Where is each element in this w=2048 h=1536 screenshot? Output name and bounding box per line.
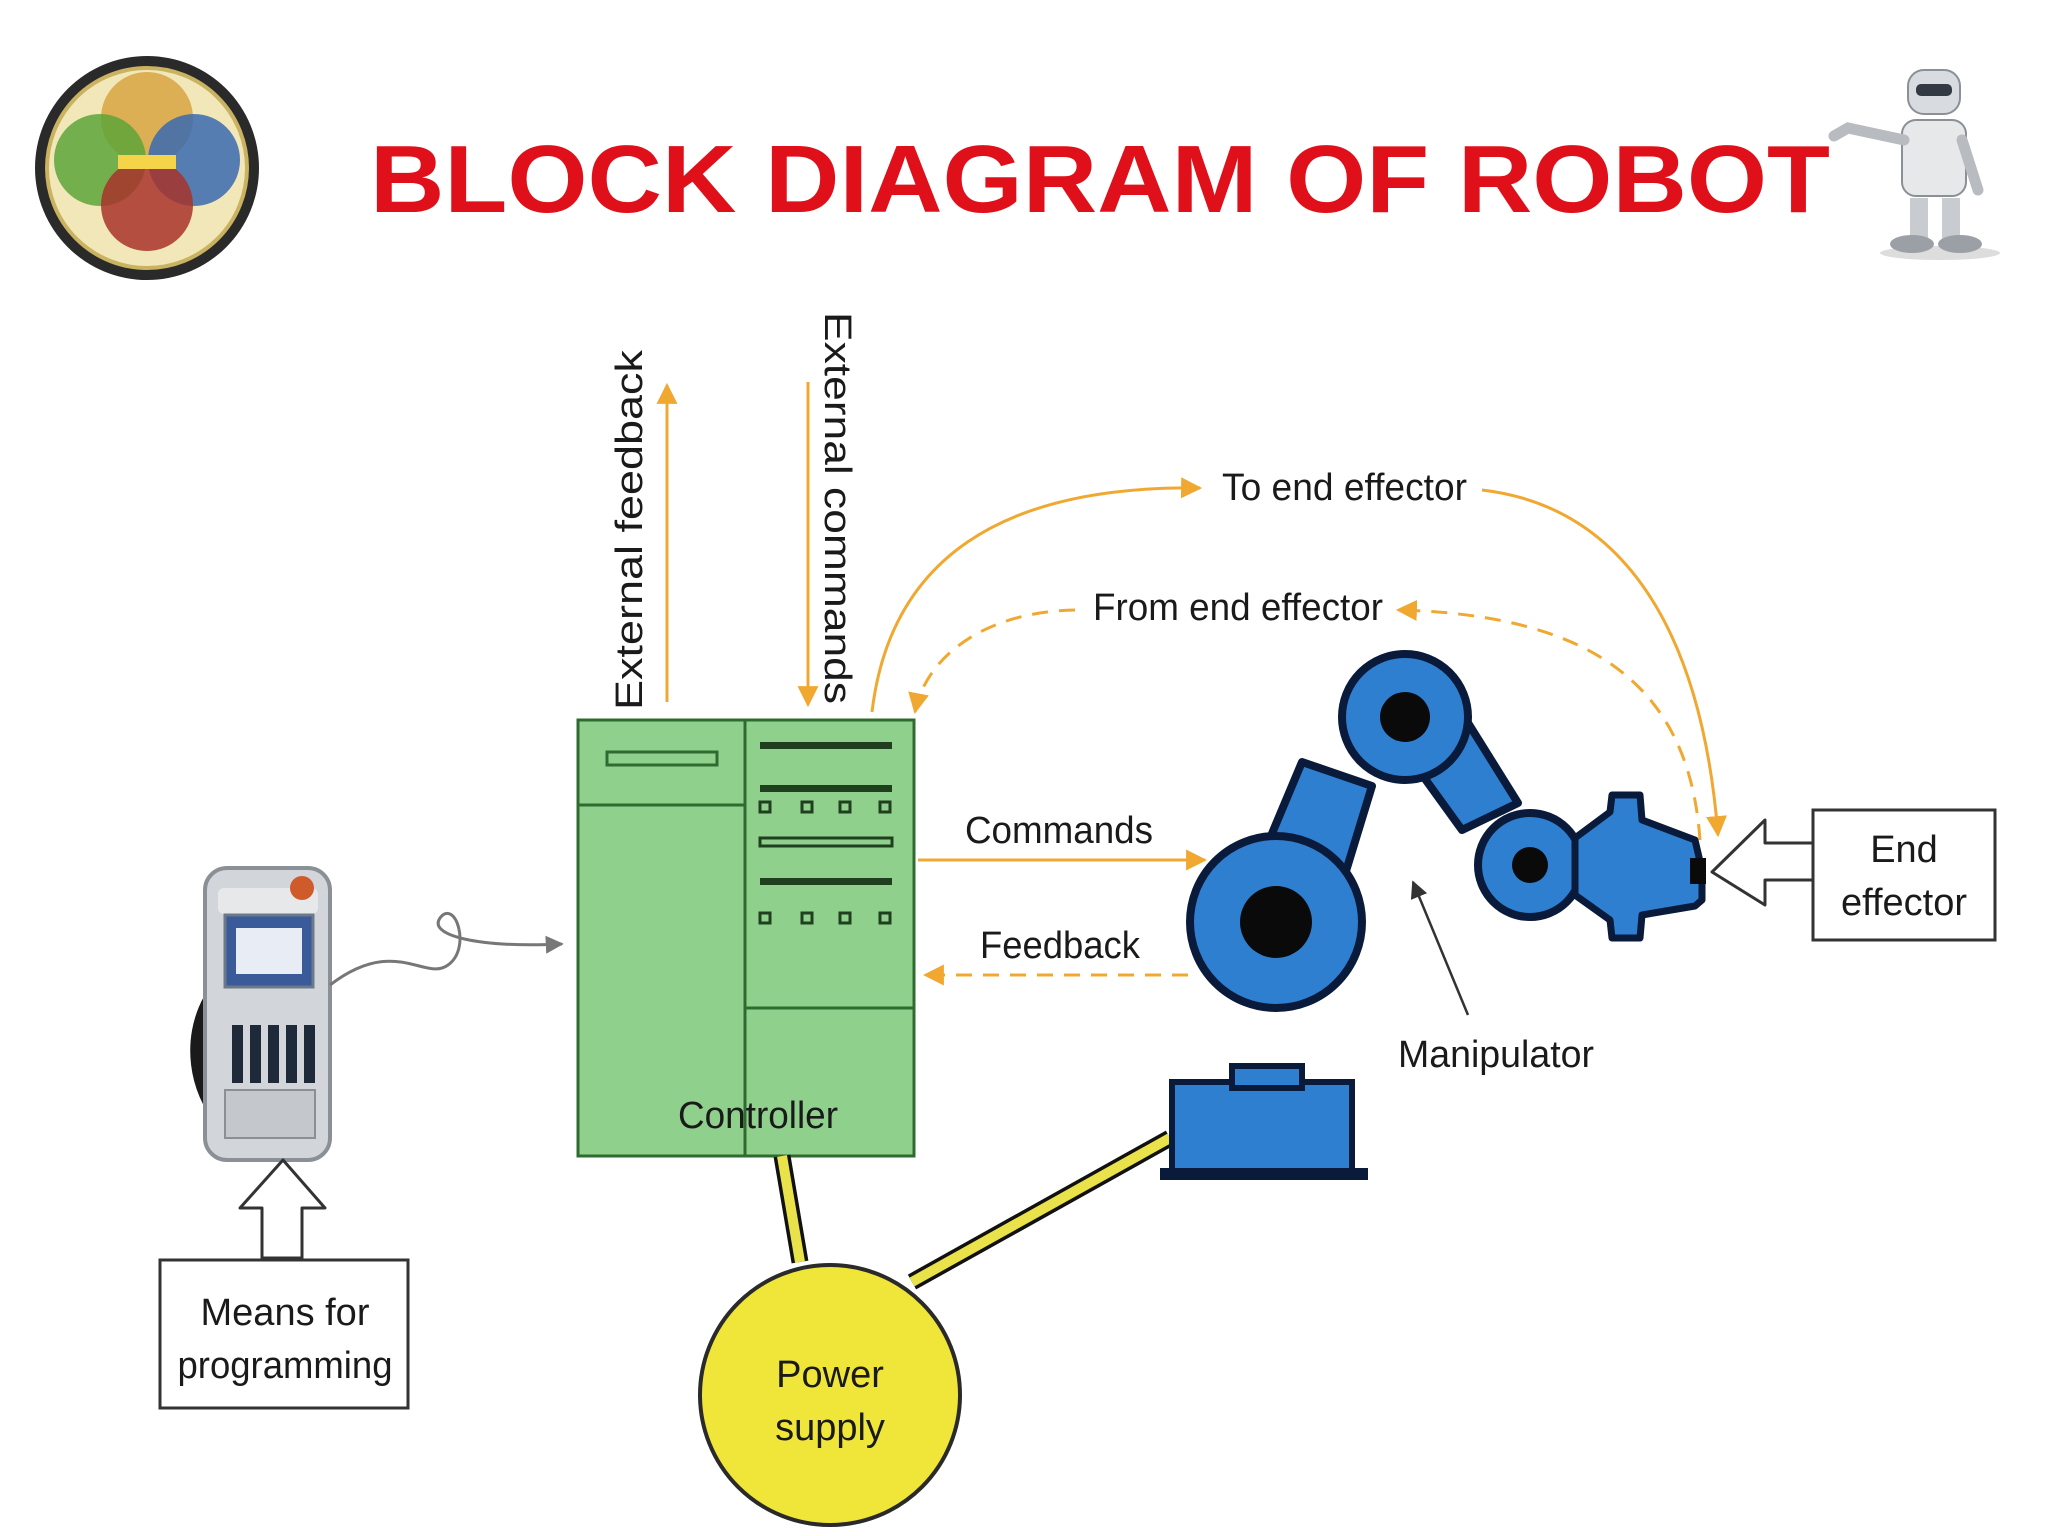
controller-label: Controller (678, 1095, 838, 1137)
end-effector-label-line1: End (1870, 829, 1938, 871)
programming-box (158, 1258, 410, 1410)
feedback-label: Feedback (980, 925, 1141, 967)
end-effector-pointer (1710, 818, 1815, 907)
page-title: BLOCK DIAGRAM OF ROBOT (370, 126, 1830, 233)
controller-cabinet (576, 718, 916, 1158)
power-supply-label-line2: supply (775, 1407, 885, 1449)
from-end-effector-label: From end effector (1093, 587, 1383, 629)
manipulator-arm (1160, 650, 1706, 1180)
end-effector-label-line2: effector (1841, 882, 1967, 924)
mechatronics-venn-logo (35, 56, 259, 280)
programming-label-line2: programming (178, 1345, 393, 1387)
power-supply-circle (698, 1263, 962, 1527)
power-supply-label-line1: Power (776, 1354, 884, 1396)
pendant-cable-arrow (329, 911, 564, 987)
from-end-effector-arrow-b (908, 608, 1076, 715)
to-end-effector-label: To end effector (1222, 467, 1467, 509)
end-effector-box (1811, 808, 1997, 942)
from-end-effector-arrow-a (1395, 599, 1702, 841)
to-end-effector-arrow-b (1481, 488, 1727, 838)
programming-pointer (238, 1158, 327, 1260)
manipulator-pointer (1410, 880, 1470, 1016)
commands-label: Commands (965, 810, 1153, 852)
external-feedback-label: External feedback (609, 349, 651, 710)
to-end-effector-arrow-a (870, 477, 1203, 713)
power-cable-controller (773, 1154, 809, 1264)
power-cable-manipulator (907, 1130, 1175, 1290)
programming-label-line1: Means for (201, 1292, 370, 1334)
robot-mascot-icon (1828, 69, 2000, 260)
manipulator-label: Manipulator (1398, 1034, 1594, 1076)
external-commands-label: External commands (816, 312, 858, 704)
teach-pendant-icon (190, 866, 332, 1162)
